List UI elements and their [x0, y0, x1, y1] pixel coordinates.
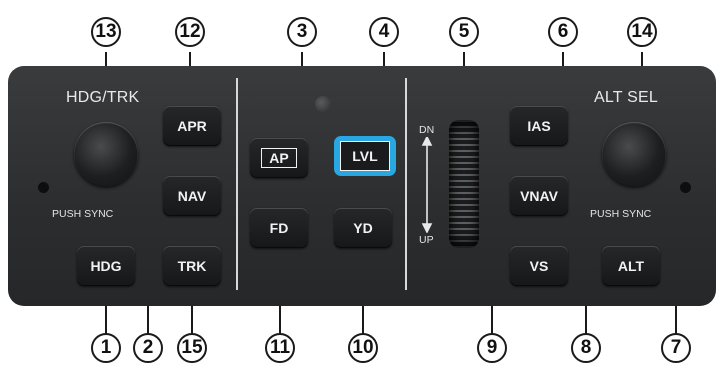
vnav-button[interactable]: VNAV	[510, 176, 568, 216]
callout-11: 11	[265, 333, 295, 363]
callout-6: 6	[548, 17, 578, 47]
callout-10: 10	[348, 333, 378, 363]
callout-14: 14	[627, 17, 657, 47]
ap-button-label: AP	[261, 148, 296, 168]
hdg-button[interactable]: HDG	[77, 246, 135, 286]
vnav-button-label: VNAV	[520, 188, 558, 204]
apr-button-label: APR	[177, 118, 207, 134]
yd-button[interactable]: YD	[334, 208, 392, 248]
left-divider	[236, 78, 238, 290]
yd-button-label: YD	[353, 220, 372, 236]
lvl-button[interactable]: LVL	[334, 136, 396, 176]
vs-button[interactable]: VS	[510, 246, 568, 286]
ias-button-label: IAS	[527, 118, 550, 134]
callout-13: 13	[91, 17, 121, 47]
up-label: UP	[419, 234, 434, 246]
callout-12: 12	[175, 17, 205, 47]
vs-button-label: VS	[530, 258, 549, 274]
right-screw	[680, 182, 691, 193]
ap-button[interactable]: AP	[250, 138, 308, 178]
callout-7: 7	[661, 333, 691, 363]
pitch-direction-arrow-icon	[418, 137, 438, 233]
trk-button[interactable]: TRK	[163, 246, 221, 286]
nose-up-down-wheel[interactable]	[449, 120, 479, 248]
callout-5: 5	[449, 17, 479, 47]
callout-1: 1	[91, 333, 121, 363]
fd-button[interactable]: FD	[250, 208, 308, 248]
callout-2: 2	[133, 333, 163, 363]
apr-button[interactable]: APR	[163, 106, 221, 146]
ias-button[interactable]: IAS	[510, 106, 568, 146]
callout-15: 15	[177, 333, 207, 363]
lvl-button-label: LVL	[352, 148, 377, 164]
nav-button[interactable]: NAV	[163, 176, 221, 216]
hdg-trk-knob[interactable]	[74, 122, 138, 186]
hdg-button-label: HDG	[90, 258, 121, 274]
status-light	[315, 96, 331, 112]
alt-button-label: ALT	[618, 258, 644, 274]
push-sync-left-label: PUSH SYNC	[52, 208, 113, 220]
trk-button-label: TRK	[178, 258, 207, 274]
alt-button[interactable]: ALT	[602, 246, 660, 286]
fd-button-label: FD	[270, 220, 289, 236]
right-divider	[405, 78, 407, 290]
dn-label: DN	[419, 124, 434, 136]
callout-9: 9	[477, 333, 507, 363]
callout-8: 8	[571, 333, 601, 363]
push-sync-right-label: PUSH SYNC	[590, 208, 651, 220]
callout-3: 3	[287, 17, 317, 47]
alt-sel-label: ALT SEL	[594, 89, 658, 107]
left-screw	[38, 182, 49, 193]
nav-button-label: NAV	[178, 188, 207, 204]
hdg-trk-label: HDG/TRK	[66, 89, 139, 107]
callout-4: 4	[369, 17, 399, 47]
alt-sel-knob[interactable]	[602, 122, 666, 186]
